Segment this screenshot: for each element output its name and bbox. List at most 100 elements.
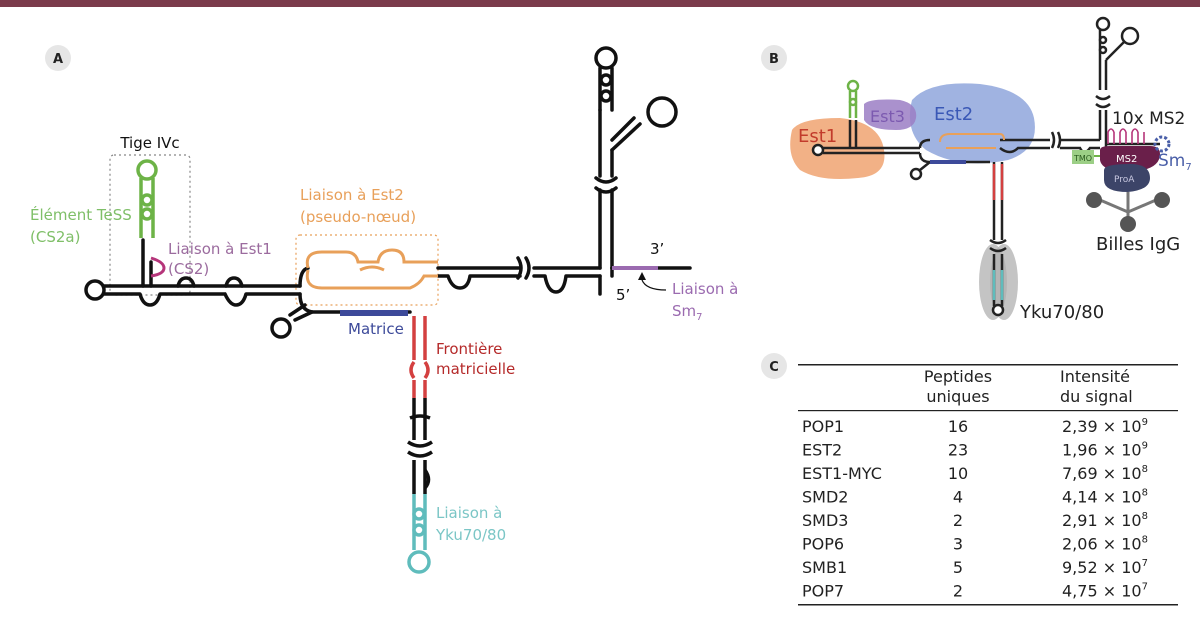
label-frontiere-2: matricielle [436,360,515,378]
intensity-times-ten: × 10 [1098,417,1142,436]
label-est1-protein: Est1 [798,126,837,147]
top-rule [0,0,1200,7]
panel-b: B [761,16,1192,323]
label-yku-1: Liaison à [436,504,502,522]
intensity-times-ten: × 10 [1098,441,1142,460]
cell-peptides: 16 [948,417,968,436]
label-est1-2: (CS2) [168,260,209,278]
label-yku-2: Yku70/80 [435,526,506,544]
label-sm7-protein: Sm7 [1158,151,1192,173]
table-header-rule [798,410,1178,412]
label-sm7-2: Sm7 [672,302,703,323]
cell-peptides: 3 [953,535,963,554]
panel-b-template [930,160,966,164]
header-peptides-1: Peptides [924,367,992,386]
label-tess-1: Élément TeSS [30,205,132,224]
label-10x-ms2: 10x MS2 [1112,109,1185,129]
proa-protein [1104,164,1150,192]
intensity-mantissa: 9,52 [1062,558,1098,577]
cell-peptides: 2 [953,511,963,530]
label-est1-1: Liaison à Est1 [168,240,272,258]
cell-protein: POP7 [802,582,844,601]
svg-text:B: B [769,52,779,67]
intensity-mantissa: 7,69 [1062,464,1098,483]
table-row: SMB1 5 9,52 × 107 [802,558,1148,577]
intensity-exponent: 9 [1142,417,1148,428]
tess-element [136,159,158,238]
template-boundary-stem [409,316,430,398]
intensity-times-ten: × 10 [1098,464,1142,483]
label-tige-ivc: Tige IVc [119,134,179,152]
intensity-exponent: 8 [1142,464,1148,475]
panel-c: C Peptides uniques Intensité du signal P… [761,353,1178,606]
sm7-binding-segment [612,266,658,270]
panel-c-badge: C [761,353,787,379]
cell-protein: POP1 [802,417,844,436]
cell-intensity: 2,91 × 108 [1062,511,1148,530]
est1-binding-bulge [150,256,166,278]
label-yku-protein: Yku70/80 [1019,302,1104,323]
svg-text:A: A [53,52,63,67]
intensity-times-ten: × 10 [1098,535,1142,554]
yku-protein-right [990,244,1018,320]
cell-peptides: 5 [953,558,963,577]
est3-protein [864,99,917,130]
cell-intensity: 4,14 × 108 [1062,488,1148,507]
label-five-prime: 5’ [616,286,630,304]
intensity-mantissa: 1,96 [1062,441,1098,460]
cell-protein: SMB1 [802,558,847,577]
panel-a: A [30,45,738,574]
ms2-hairpins [1107,128,1145,144]
intensity-times-ten: × 10 [1098,558,1142,577]
svg-text:C: C [769,360,779,375]
panel-b-tess-stem [846,79,860,118]
intensity-times-ten: × 10 [1098,582,1142,601]
sm7-arrowhead [638,272,646,280]
header-peptides-2: uniques [926,387,989,406]
label-igg-beads: Billes IgG [1096,234,1180,255]
cell-peptides: 4 [953,488,963,507]
est2-protein [909,83,1035,164]
table-row: SMD2 4 4,14 × 108 [802,488,1148,507]
table-bottom-rule [798,604,1178,606]
cell-protein: EST2 [802,441,842,460]
igg-beads [1086,192,1170,232]
label-est2-1: Liaison à Est2 [300,186,404,204]
panel-b-yku-stem [992,270,1004,300]
cell-peptides: 10 [948,464,968,483]
panel-b-pseudoknot [939,133,1005,149]
panel-a-badge: A [45,45,71,71]
table-top-rule [798,364,1178,366]
yku-binding-stem [407,494,431,574]
tmo-box [1072,150,1094,164]
label-tmo: TMO [1073,154,1092,163]
intensity-exponent: 7 [1142,558,1148,569]
label-matrice: Matrice [348,320,404,338]
intensity-exponent: 8 [1142,488,1148,499]
label-est3-protein: Est3 [870,107,905,126]
intensity-exponent: 9 [1142,441,1148,452]
intensity-times-ten: × 10 [1098,488,1142,507]
sm7-ring [1153,135,1171,153]
intensity-mantissa: 4,75 [1062,582,1098,601]
cell-intensity: 7,69 × 108 [1062,464,1148,483]
intensity-mantissa: 2,91 [1062,511,1098,530]
label-est2-protein: Est2 [934,104,973,125]
header-intensity-2: du signal [1060,387,1133,406]
cell-protein: POP6 [802,535,844,554]
intensity-mantissa: 4,14 [1062,488,1098,507]
label-est2-2: (pseudo-nœud) [300,208,416,226]
cell-intensity: 1,96 × 109 [1062,441,1148,460]
pseudoknot-box [295,234,439,306]
label-proa-protein: ProA [1114,175,1135,185]
label-sm7-1: Liaison à [672,280,738,298]
pseudoknot [305,248,438,290]
cell-protein: SMD2 [802,488,848,507]
